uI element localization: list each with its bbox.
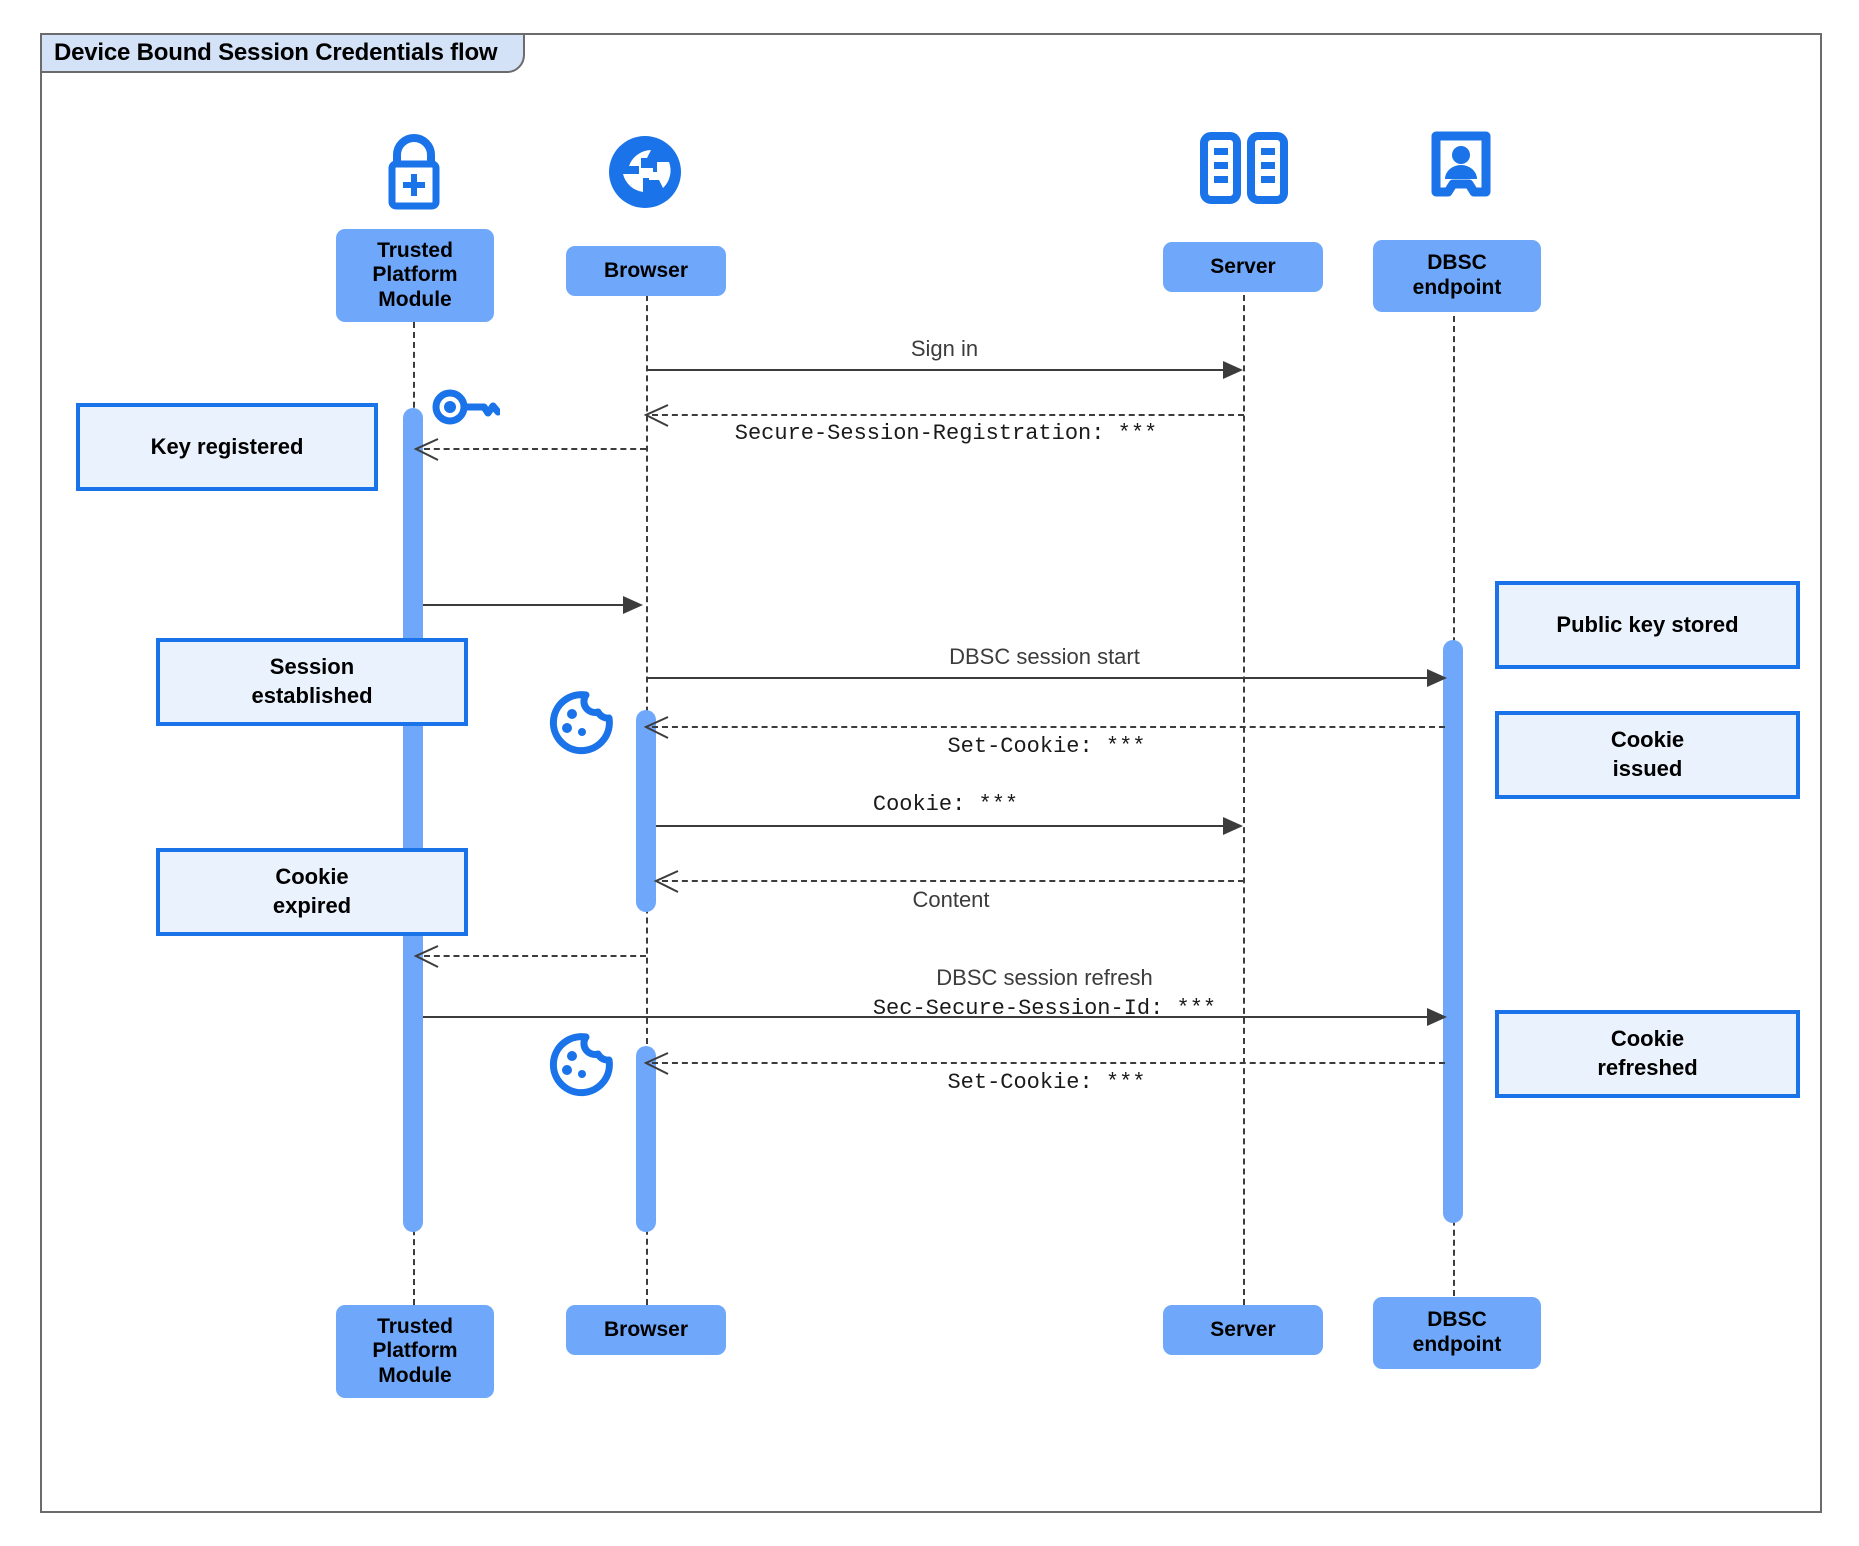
globe-icon (601, 128, 689, 221)
participant-tpm-top[interactable]: Trusted Platform Module (336, 229, 494, 322)
arrowhead-filled-right (1427, 668, 1449, 693)
note-key-registered: Key registered (76, 403, 378, 491)
participant-label: Browser (603, 1317, 689, 1341)
activation-bar-browser-1 (636, 710, 656, 912)
arrowhead-open-left (643, 716, 670, 745)
message-line-key-register-return (424, 448, 646, 450)
participant-label: Server (1210, 1317, 1276, 1341)
message-line-set-cookie-2 (652, 1062, 1445, 1064)
note-text: Session established (251, 654, 373, 708)
activation-bar-dbsc (1443, 640, 1463, 1223)
message-line-content (662, 880, 1244, 882)
message-label-content: Content (912, 887, 990, 912)
cookie-icon (548, 690, 614, 761)
server-rack-icon (1198, 132, 1290, 209)
note-cookie-expired: Cookie expired (156, 848, 468, 936)
note-text: Cookie issued (1610, 727, 1685, 781)
participant-label: DBSC endpoint (1412, 1308, 1502, 1356)
message-line-set-cookie-1 (652, 726, 1445, 728)
arrowhead-open-left (413, 945, 440, 974)
message-line-tpm-to-browser-1 (423, 604, 635, 606)
participant-label: Trusted Platform Module (372, 1314, 458, 1387)
participant-label: Trusted Platform Module (372, 238, 458, 311)
message-line-browser-to-tpm-2 (424, 955, 646, 957)
note-text: Key registered (150, 433, 304, 459)
key-icon (432, 386, 502, 433)
lock-plus-icon (371, 128, 457, 219)
message-line-dbsc-session-refresh (423, 1016, 1445, 1018)
participant-tpm-bottom[interactable]: Trusted Platform Module (336, 1305, 494, 1398)
note-cookie-issued: Cookie issued (1495, 711, 1800, 799)
participant-server-top[interactable]: Server (1163, 242, 1323, 292)
message-label-dbsc-session-start: DBSC session start (949, 644, 1140, 669)
cookie-icon (548, 1032, 614, 1103)
note-text: Public key stored (1556, 611, 1739, 637)
note-session-established: Session established (156, 638, 468, 726)
message-line-secure-session-registration (652, 414, 1244, 416)
note-public-key-stored: Public key stored (1495, 581, 1800, 669)
message-line-sign-in (647, 369, 1235, 371)
message-label-set-cookie-1: Set-Cookie: *** (947, 734, 1146, 759)
arrowhead-filled-right (1223, 816, 1245, 841)
message-label-secure-session-registration: Secure-Session-Registration: *** (734, 421, 1158, 446)
arrowhead-open-left (413, 438, 440, 467)
message-label-sign-in: Sign in (910, 336, 979, 361)
message-line-cookie (656, 825, 1235, 827)
activation-bar-tpm (403, 408, 423, 1232)
arrowhead-open-left (643, 404, 670, 433)
activation-bar-browser-2 (636, 1046, 656, 1232)
arrowhead-open-left (653, 870, 680, 899)
message-label-cookie: Cookie: *** (872, 792, 1019, 817)
participant-dbsc-bottom[interactable]: DBSC endpoint (1373, 1297, 1541, 1369)
message-label-set-cookie-2: Set-Cookie: *** (947, 1070, 1146, 1095)
participant-browser-top[interactable]: Browser (566, 246, 726, 296)
participant-browser-bottom[interactable]: Browser (566, 1305, 726, 1355)
note-text: Cookie refreshed (1597, 1026, 1698, 1080)
arrowhead-open-left (643, 1052, 670, 1081)
arrowhead-filled-right (1427, 1007, 1449, 1032)
participant-label: Browser (603, 258, 689, 282)
diagram-title: Device Bound Session Credentials flow (40, 33, 526, 73)
arrowhead-filled-right (1223, 360, 1245, 385)
participant-label: Server (1210, 254, 1276, 278)
participant-server-bottom[interactable]: Server (1163, 1305, 1323, 1355)
arrowhead-filled-right (623, 595, 645, 620)
lifeline-server (1243, 285, 1245, 1305)
participant-label: DBSC endpoint (1412, 251, 1502, 299)
note-cookie-refreshed: Cookie refreshed (1495, 1010, 1800, 1098)
note-text: Cookie expired (272, 864, 352, 918)
participant-dbsc-top[interactable]: DBSC endpoint (1373, 240, 1541, 312)
id-badge-icon (1428, 128, 1494, 213)
message-line-dbsc-session-start (647, 677, 1445, 679)
message-label-dbsc-session-refresh: DBSC session refresh (936, 965, 1153, 990)
